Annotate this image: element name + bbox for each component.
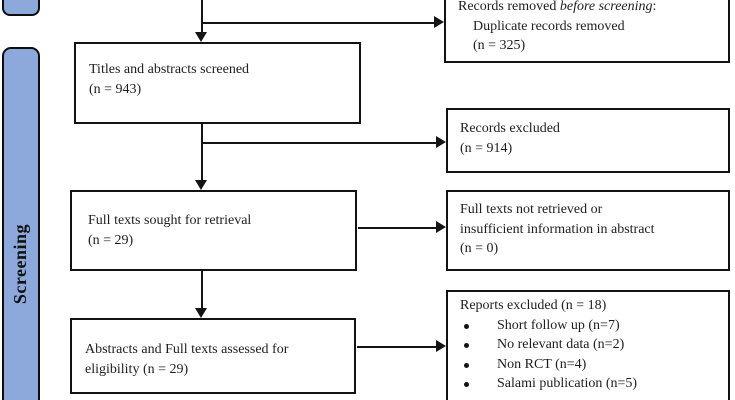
flow-line-to-not-retrieved xyxy=(358,227,436,229)
bullet-text: Salami publication (n=5) xyxy=(497,376,638,391)
reports-excluded-title: Reports excluded (n = 18) xyxy=(460,298,607,313)
identification-stage-tab-partial xyxy=(2,0,40,16)
full-texts-not-retrieved-box: Full texts not retrieved or insufficient… xyxy=(446,190,730,271)
screening-stage-label: Screening xyxy=(10,223,31,305)
screening-stage-label-wrap: Screening xyxy=(4,154,38,374)
bullet-item: Non RCT (n=4) xyxy=(460,355,720,375)
arrowhead-right-to-records-removed xyxy=(434,16,444,28)
full-texts-sought-box: Full texts sought for retrieval (n = 29) xyxy=(70,190,357,271)
arrowhead-right-to-reports-excluded xyxy=(436,340,446,352)
records-excluded-line1: Records excluded xyxy=(460,121,560,136)
flow-line-sought-to-assessed xyxy=(201,270,203,309)
bullet-icon xyxy=(464,343,469,348)
titles-abstracts-screened-box: Titles and abstracts screened (n = 943) xyxy=(74,42,361,124)
bullet-text: Non RCT (n=4) xyxy=(497,356,587,372)
bullet-icon xyxy=(464,362,469,368)
not-retrieved-line2: insufficient information in abstract xyxy=(460,221,655,237)
assessed-line1: Abstracts and Full texts assessed for xyxy=(85,342,289,357)
arrowhead-down-to-screened xyxy=(195,32,207,42)
removed-count: (n = 325) xyxy=(473,38,526,53)
sought-line1: Full texts sought for retrieval xyxy=(88,213,252,228)
bullet-item: No relevant data (n=2) xyxy=(460,335,720,355)
records-removed-before-screening-box: Records removed before screening: Duplic… xyxy=(444,0,730,63)
bullet-item: Short follow up (n=7) xyxy=(460,316,720,336)
removed-line1: Records removed before screening: xyxy=(458,0,720,17)
not-retrieved-count: (n = 0) xyxy=(460,241,499,256)
arrowhead-down-to-assessed xyxy=(195,308,207,318)
removed-line1-prefix: Records removed xyxy=(458,0,560,14)
flow-line-to-reports-excluded xyxy=(357,346,436,348)
records-excluded-count: (n = 914) xyxy=(460,140,513,156)
screening-stage-bar: Screening xyxy=(2,47,40,400)
bullet-icon xyxy=(464,323,469,329)
sought-count: (n = 29) xyxy=(88,232,134,248)
removed-line2: Duplicate records removed xyxy=(473,18,625,34)
bullet-item: Salami publication (n=5) xyxy=(460,374,720,394)
assessed-line2: eligibility (n = 29) xyxy=(85,361,189,377)
reports-excluded-box: Reports excluded (n = 18) Short follow u… xyxy=(446,290,730,400)
arrowhead-down-to-sought xyxy=(195,180,207,190)
screened-line1: Titles and abstracts screened xyxy=(89,62,250,77)
flow-line-to-records-removed xyxy=(202,22,434,24)
not-retrieved-line1: Full texts not retrieved or xyxy=(460,202,603,217)
bullet-text: No relevant data (n=2) xyxy=(497,337,625,352)
arrowhead-right-to-not-retrieved xyxy=(436,221,446,233)
flow-line-screened-to-sought xyxy=(201,123,203,181)
removed-line1-suffix: : xyxy=(652,0,657,14)
removed-line1-italic: before screening xyxy=(559,0,653,14)
arrowhead-right-to-records-excluded xyxy=(436,136,446,148)
abstracts-full-texts-assessed-box: Abstracts and Full texts assessed for el… xyxy=(70,318,356,394)
bullet-text: Short follow up (n=7) xyxy=(497,317,620,333)
bullet-icon xyxy=(464,382,469,387)
flow-line-top-vertical xyxy=(201,0,203,33)
screened-count: (n = 943) xyxy=(89,81,142,97)
flow-line-to-records-excluded xyxy=(202,142,436,144)
records-excluded-box: Records excluded (n = 914) xyxy=(446,108,730,173)
